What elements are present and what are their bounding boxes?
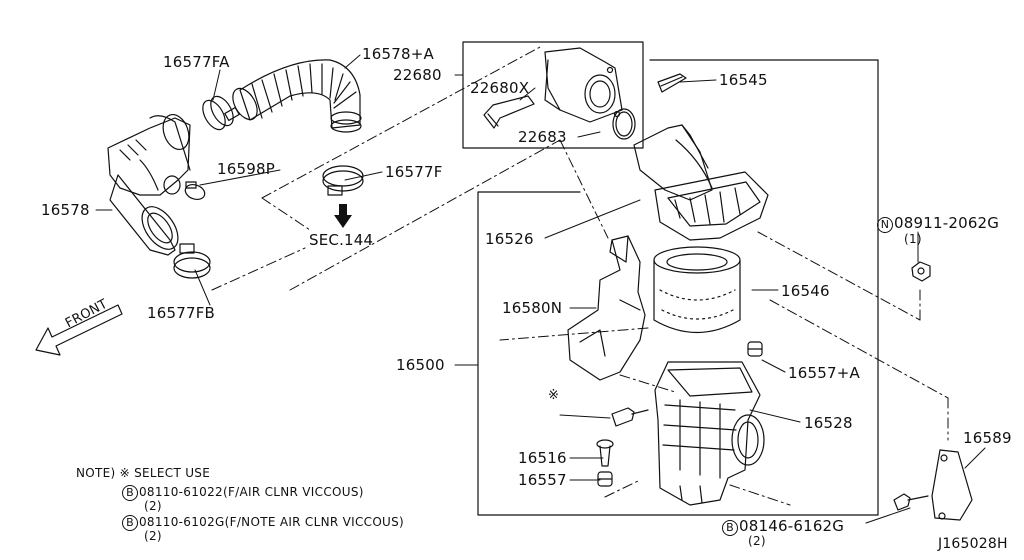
lower-case-16528 bbox=[654, 361, 765, 506]
label-16526: 16526 bbox=[485, 230, 534, 248]
leader-lines bbox=[211, 46, 949, 506]
option2-text: 08110-6102G(F/NOTE AIR CLNR VICCOUS) bbox=[139, 515, 405, 529]
label-sec144: SEC.144 bbox=[309, 231, 374, 249]
label-16557A: 16557+A bbox=[788, 364, 860, 382]
note-line: NOTE) ※ SELECT USE bbox=[76, 466, 211, 480]
inlet-duct-16578 bbox=[107, 113, 191, 256]
label-16516: 16516 bbox=[518, 449, 567, 467]
label-16545: 16545 bbox=[719, 71, 768, 89]
select-use-mark: ※ bbox=[548, 388, 560, 403]
maf-sensor-box bbox=[462, 41, 644, 149]
label-16500: 16500 bbox=[396, 356, 445, 374]
option1-symbol-icon: B bbox=[122, 485, 138, 501]
seal-16545 bbox=[657, 73, 687, 93]
label-22683: 22683 bbox=[518, 128, 567, 146]
label-22680X: 22680X bbox=[470, 79, 530, 97]
filter-element-16546 bbox=[653, 246, 741, 334]
label-16577F: 16577F bbox=[385, 163, 443, 181]
label-16528: 16528 bbox=[804, 414, 853, 432]
front-arrow-icon bbox=[35, 304, 123, 356]
maf-probe-22680X bbox=[483, 95, 535, 129]
label-16578: 16578 bbox=[41, 201, 90, 219]
resonator-16580N bbox=[567, 235, 646, 381]
bolt-08146 bbox=[893, 493, 929, 511]
label-16589: 16589 bbox=[963, 429, 1012, 447]
diagram-code: J165028H bbox=[938, 536, 1008, 552]
label-22680: 22680 bbox=[393, 66, 442, 84]
option2-symbol-icon: B bbox=[122, 515, 138, 531]
nut-part-number: 08911-2062G bbox=[894, 214, 1000, 232]
label-16557: 16557 bbox=[518, 471, 567, 489]
hose-16578A bbox=[232, 59, 362, 133]
grommet-16557 bbox=[597, 471, 613, 487]
clamp-16577FB bbox=[173, 243, 211, 279]
label-16598P: 16598P bbox=[217, 160, 275, 178]
bolt-qty: (2) bbox=[748, 534, 766, 548]
bolt-part-number: 08146-6162G bbox=[739, 517, 845, 535]
maf-sensor-22680 bbox=[544, 47, 623, 123]
clamp-16598P bbox=[163, 175, 206, 201]
oring-22683 bbox=[612, 108, 636, 140]
label-16546: 16546 bbox=[781, 282, 830, 300]
bolt-select-use bbox=[611, 407, 649, 427]
nut-qty: (1) bbox=[904, 232, 922, 246]
grommet-16557A bbox=[747, 341, 763, 357]
note-option-2-qty: (2) bbox=[144, 529, 162, 543]
clamp-16577F bbox=[322, 165, 364, 196]
bracket-16589 bbox=[931, 449, 973, 521]
note-option-1-qty: (2) bbox=[144, 499, 162, 513]
label-16580N: 16580N bbox=[502, 299, 563, 317]
bolt-symbol-icon: B bbox=[722, 520, 738, 536]
main-assembly-frame bbox=[477, 59, 879, 516]
label-16578A: 16578+A bbox=[362, 45, 434, 63]
sec144-arrow-icon bbox=[334, 204, 352, 228]
pin-16516 bbox=[596, 439, 614, 467]
cover-16526 bbox=[633, 124, 769, 241]
nut-08911 bbox=[911, 261, 931, 282]
label-16577FB: 16577FB bbox=[147, 304, 216, 322]
label-16577FA: 16577FA bbox=[163, 53, 230, 71]
callout-lines bbox=[95, 54, 986, 524]
option1-text: 08110-61022(F/AIR CLNR VICCOUS) bbox=[139, 485, 364, 499]
nut-symbol-icon: N bbox=[877, 217, 893, 233]
